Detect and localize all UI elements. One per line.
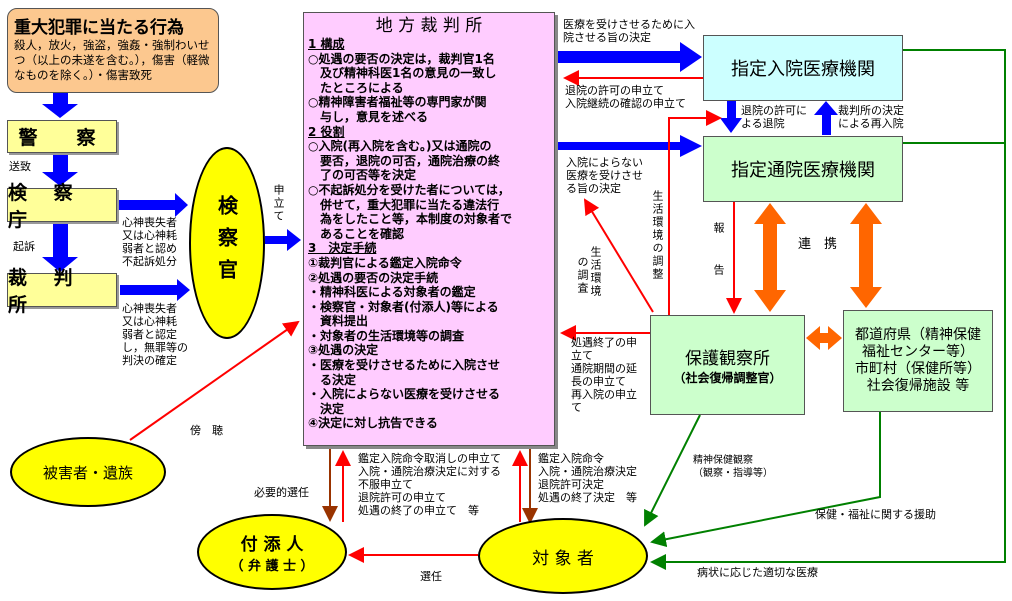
label-shuuryou-req: 処遇終了の申 立て 通院期間の延 長の申立て 再入院の申立 て (571, 336, 637, 414)
label-seikatsu-chousei: 生活環境の調整 (651, 190, 664, 281)
orange-arrows (754, 203, 882, 350)
district-court-box: 地 方 裁 判 所 1 構成○処遇の要否の決定は，裁判官1名 及び精神科医1名の… (303, 12, 555, 446)
court-line: 資料提出 (308, 314, 369, 329)
court-line: ①裁判官による鑑定入院命令 (308, 255, 462, 270)
arrow-office-court (42, 222, 78, 272)
label-sennin: 選任 (420, 570, 442, 583)
probation-sub: （社会復帰調整官） (673, 371, 782, 385)
court-line: ・精神科医による対象者の鑑定 (308, 285, 476, 300)
label-hitsuyou: 必要的選任 (254, 486, 309, 499)
label-byoujou: 病状に応じた適切な医療 (697, 566, 818, 579)
arrow-outpatient-inpatient (814, 101, 838, 135)
label-fukiso: 心神喪失者 又は心神耗 弱者と認め 不起訴処分 (122, 216, 177, 268)
court-line: 決定 (308, 401, 345, 416)
court-line: 併せて，重大犯罪に当たる違法行 (308, 197, 500, 212)
crime-title: 重大犯罪に当たる行為 (14, 18, 184, 38)
prefecture-box: 都道府県（精神保健 福祉センター等） 市町村（保健所等） 社会復帰施設 等 (843, 310, 993, 412)
label-sainyuin: 裁判所の決定 による再入院 (838, 104, 904, 130)
attendant-ellipse: 付 添 人 （ 弁 護 士 ） (197, 514, 347, 590)
attendant-title: 付 添 人 (240, 535, 304, 555)
label-bouchou: 傍 聴 (190, 424, 223, 437)
court-line: ③処遇の決定 (308, 343, 379, 358)
label-moushitate: 申立て (272, 184, 285, 223)
court-line: 3 決定手続 (308, 241, 377, 256)
court-line: る決定 (308, 372, 357, 387)
court-line: ・検察官・対象者(付添人)等による (308, 299, 499, 314)
blue-arrows (42, 42, 838, 301)
court-line: ・対象者の生活環境等の調査 (308, 328, 465, 343)
label-renkei: 連 携 (798, 237, 838, 252)
arrow-crime-police (42, 93, 78, 118)
label-seikatsu-chousa-2: の調査 (576, 256, 589, 295)
court-line: 2 役割 (308, 124, 345, 139)
label-kiso: 起訴 (13, 240, 35, 253)
court-line: ○不起訴処分を受けた者については， (308, 182, 510, 197)
subject-ellipse: 対 象 者 (478, 518, 648, 594)
court-line: ④決定に対し抗告できる (308, 416, 438, 431)
arrow-prosecutor-district (265, 229, 301, 251)
label-nyuin-decision: 医療を受けさせるために入 院させる旨の決定 (563, 18, 695, 44)
inpatient-facility-box: 指定入院医療機関 (703, 35, 903, 101)
court-line: 与し，意見を述べる (308, 109, 429, 124)
court-line: ○入院(再入院を含む。)又は通院の (308, 139, 492, 154)
arrow-district-inpatient (556, 42, 702, 72)
court-line: あることを確認 (308, 226, 405, 241)
arrow-office-prosecutor (118, 193, 188, 217)
label-sochi: 送致 (9, 160, 31, 173)
crime-body: 殺人，放火，強盗，強姦・強制わいせつ（以上の未遂を含む。），傷害（軽微なものを除… (14, 38, 210, 82)
court-box: 裁 判 所 (7, 267, 117, 316)
court-line: 1 構成 (308, 37, 345, 51)
arrow-inpatient-outpatient (720, 101, 742, 133)
police-box: 警 察 (7, 120, 117, 153)
label-taiin-permit: 退院の許可に よる退院 (741, 104, 807, 130)
probation-office-box: 保護観察所 （社会復帰調整官） (650, 315, 805, 415)
attendant-sub: （ 弁 護 士 ） (230, 559, 314, 574)
court-line: たところによる (308, 80, 404, 95)
court-line: ・入院によらない医療を受けさせる (308, 387, 501, 402)
label-attendant-reqs: 鑑定入院命令取消しの申立て 入院・通院治療決定に対する 不服申立て 退院許可の申… (358, 452, 501, 517)
court-line: 及び精神科医1名の意見の一致し (308, 66, 497, 81)
outpatient-facility-box: 指定通院医療機関 (703, 136, 903, 202)
court-line: 了の可否等を決定 (308, 168, 417, 183)
prosecutor-office-box: 検 察 庁 (7, 182, 117, 231)
court-line: 要否，退院の可否，通院治療の終 (308, 153, 501, 168)
label-houkoku: 報 告 (712, 222, 725, 285)
label-taiin-req: 退院の許可の申立て 入院継続の確認の申立て (565, 84, 686, 110)
arrow-court-prosecutor (120, 279, 190, 301)
district-court-title: 地 方 裁 判 所 (375, 16, 483, 36)
label-muzai: 心神喪失者 又は心神耗 弱者と認定 し，無罪等の 判決の確定 (122, 302, 188, 367)
renkei-arrow-2 (850, 203, 882, 308)
court-line: ・医療を受けさせるために入院させ (308, 358, 501, 373)
court-line: ○処遇の要否の決定は，裁判官1名 (308, 51, 495, 66)
victims-ellipse: 被害者・遺族 (10, 437, 166, 507)
label-seikatsu-chousa-1: 生活環境 (589, 246, 602, 298)
court-line: ○精神障害者福祉等の専門家が関 (308, 95, 487, 110)
label-hoken-fukushi: 保健・福祉に関する援助 (815, 508, 936, 521)
prosecutor-ellipse: 検察官 (189, 147, 265, 339)
label-tsuin-decision: 入院によらない 医療を受けさせ る旨の決定 (566, 156, 643, 195)
crime-box: 重大犯罪に当たる行為 殺人，放火，強盗，強姦・強制わいせつ（以上の未遂を含む。）… (7, 8, 219, 93)
court-line: 為をしたこと等，本制度の対象者で (308, 212, 513, 227)
arrow-district-outpatient (556, 135, 702, 157)
renkei-arrow-3 (806, 326, 842, 350)
renkei-arrow-1 (754, 203, 786, 312)
label-court-orders: 鑑定入院命令 入院・通院治療決定 退院許可決定 処遇の終了決定 等 (538, 452, 637, 504)
label-seishin-hoken: 精神保健観察 （観察・指導等） (693, 455, 773, 479)
court-line: ②処遇の要否の決定手続 (308, 270, 439, 285)
probation-title: 保護観察所 (685, 349, 770, 369)
arrow-police-office (42, 153, 78, 186)
